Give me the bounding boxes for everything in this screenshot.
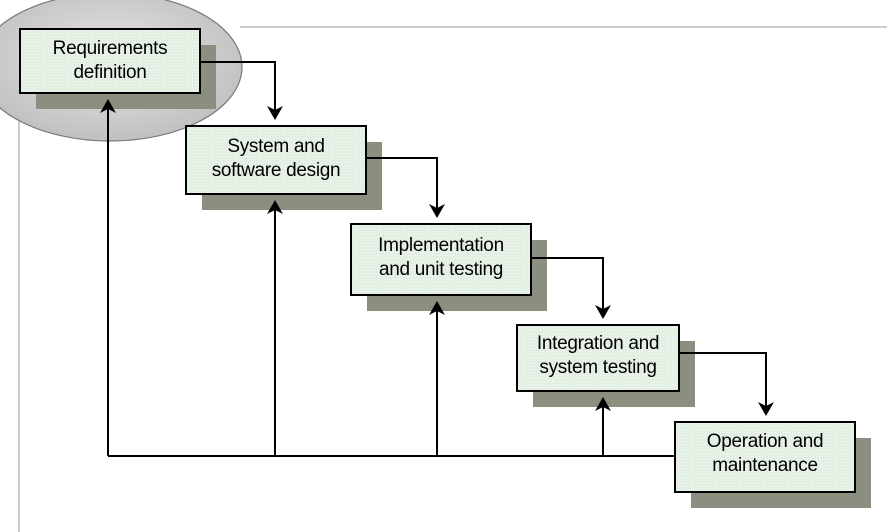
arrow-requirements-to-design — [200, 61, 283, 120]
stage-box-integration — [516, 324, 680, 392]
arrow-design-to-implementation — [366, 157, 445, 218]
stage-box-implementation — [350, 223, 532, 296]
stage-box-operation — [674, 421, 856, 493]
stage-box-design — [185, 125, 367, 195]
arrow-implementation-to-integration — [531, 257, 611, 319]
stage-box-requirements — [19, 28, 201, 94]
arrow-integration-to-operation — [679, 352, 774, 416]
